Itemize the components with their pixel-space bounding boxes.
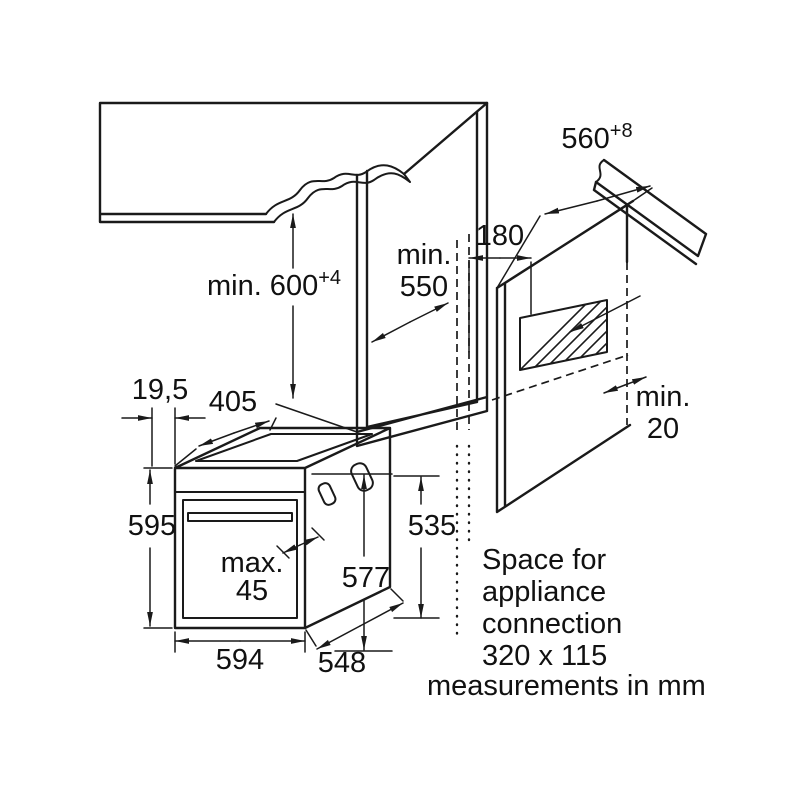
- dim-180-label: 180: [476, 220, 524, 252]
- note-line-3: connection: [482, 608, 622, 640]
- worktop-right: [592, 158, 708, 266]
- connection-space-leader-arrow: [569, 295, 641, 333]
- dim-min-20: min. 20: [603, 376, 691, 445]
- note-line-2: appliance: [482, 576, 606, 608]
- dim-594-label: 594: [216, 644, 264, 676]
- hidden-guide-lines: [456, 234, 629, 432]
- side-panel-edges: [495, 199, 635, 514]
- connection-space-hatching: [520, 300, 607, 370]
- dim-548-label: 548: [318, 647, 366, 679]
- dim-560-label: 560+8: [561, 120, 632, 155]
- oven: [173, 426, 392, 630]
- dim-595: 595: [128, 467, 176, 629]
- oven-details: [174, 433, 373, 619]
- dim-max-45: max. 45: [221, 527, 325, 607]
- dim-min-600: min. 600+4: [207, 213, 358, 433]
- worktop-left-edges: [98, 101, 489, 224]
- dim-19-5: 19,5: [121, 374, 206, 467]
- dim-560: 560+8: [496, 120, 653, 289]
- dim-180: 180: [468, 220, 532, 353]
- leader-dotted-lines: [455, 444, 471, 638]
- dim-max-45-label-2: 45: [236, 575, 268, 607]
- connection-note: Space for appliance connection 320 x 115: [482, 544, 622, 672]
- dim-min-600-label: min. 600+4: [207, 267, 341, 302]
- dim-min-550-label-2: 550: [400, 271, 448, 303]
- dim-405: 405: [174, 386, 277, 467]
- side-panel: [495, 199, 635, 514]
- dim-min-20-label-2: 20: [647, 413, 679, 445]
- dim-max-45-label-1: max.: [221, 547, 284, 579]
- worktop-tear-wave: [265, 164, 405, 215]
- dim-594: 594: [174, 631, 306, 676]
- dim-min-20-label-1: min.: [636, 381, 691, 413]
- worktop-left: [98, 101, 489, 224]
- oven-vent-slot-front: [317, 482, 337, 506]
- dim-min-550-label-1: min.: [397, 239, 452, 271]
- dim-577-label: 577: [342, 562, 390, 594]
- connection-space: [519, 295, 641, 371]
- units-note: measurements in mm: [427, 670, 706, 702]
- worktop-right-edges: [592, 158, 708, 266]
- oven-body: [173, 426, 392, 630]
- worktop-right-tear-wave: [595, 159, 605, 183]
- oven-vent-slot-back: [350, 462, 374, 492]
- dim-min-550: min. 550: [371, 239, 452, 343]
- dim-405-label: 405: [209, 386, 257, 418]
- dim-19-5-label: 19,5: [132, 374, 188, 406]
- dim-548: 548: [305, 588, 404, 679]
- dim-535: 535: [393, 475, 456, 619]
- dim-595-label: 595: [128, 510, 176, 542]
- dim-535-label: 535: [408, 510, 456, 542]
- note-line-4: 320 x 115: [482, 640, 607, 672]
- dim-577: 577: [311, 473, 393, 652]
- worktop-tear-wave-2: [273, 172, 411, 223]
- connection-space-outline: [519, 299, 608, 371]
- note-line-1: Space for: [482, 544, 606, 576]
